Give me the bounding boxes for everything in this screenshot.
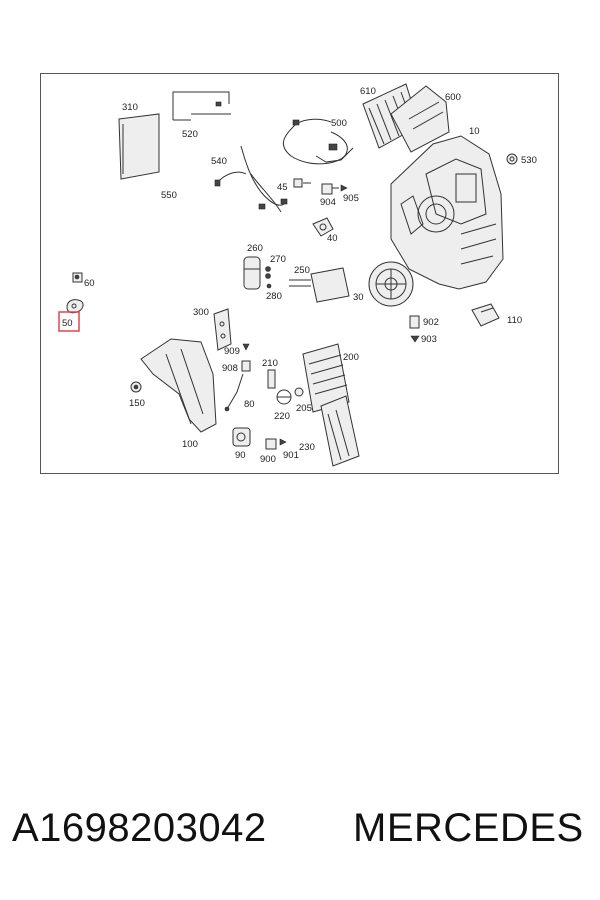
label-45: 45 bbox=[277, 182, 288, 193]
brand-name: MERCEDES bbox=[353, 806, 584, 850]
label-540: 540 bbox=[211, 156, 227, 167]
part-45-clip bbox=[293, 178, 311, 188]
part-550-hose bbox=[143, 199, 187, 250]
label-550: 550 bbox=[161, 190, 177, 201]
label-310: 310 bbox=[122, 102, 138, 113]
part-600-cover bbox=[390, 85, 450, 153]
part-530-cap bbox=[506, 153, 518, 165]
label-610: 610 bbox=[360, 86, 376, 97]
parts-diagram: 310 520 610 600 500 bbox=[40, 73, 559, 474]
part-270-seal bbox=[265, 266, 271, 279]
part-205-clip bbox=[294, 387, 304, 397]
label-260: 260 bbox=[247, 243, 263, 254]
part-number: A1698203042 bbox=[12, 806, 267, 850]
label-230: 230 bbox=[299, 442, 315, 453]
part-50-actuator[interactable] bbox=[58, 299, 84, 332]
label-60: 60 bbox=[84, 278, 95, 289]
label-500: 500 bbox=[331, 118, 347, 129]
label-280: 280 bbox=[266, 291, 282, 302]
label-90: 90 bbox=[235, 450, 246, 461]
part-300-plate bbox=[213, 308, 232, 351]
part-909-pin bbox=[242, 343, 250, 351]
label-40: 40 bbox=[327, 233, 338, 244]
part-260-dryer bbox=[243, 256, 261, 290]
label-905: 905 bbox=[343, 193, 359, 204]
part-210-sensor bbox=[267, 369, 276, 389]
product-caption: A1698203042 MERCEDES bbox=[0, 800, 600, 860]
part-30-blower bbox=[368, 261, 414, 307]
part-150-screw bbox=[130, 381, 142, 393]
part-500-harness bbox=[282, 118, 354, 165]
part-902-sensor bbox=[409, 315, 420, 329]
part-520-wire bbox=[172, 91, 231, 121]
label-300: 300 bbox=[193, 307, 209, 318]
part-100-duct bbox=[140, 338, 217, 433]
part-900-connector bbox=[265, 438, 277, 450]
label-100: 100 bbox=[182, 439, 198, 450]
label-909: 909 bbox=[224, 346, 240, 357]
part-80-rod bbox=[224, 373, 244, 412]
label-902: 902 bbox=[423, 317, 439, 328]
part-220-fan bbox=[276, 389, 292, 405]
label-205: 205 bbox=[296, 403, 312, 414]
part-40-actuator bbox=[312, 217, 334, 237]
part-901-pin bbox=[279, 438, 287, 446]
label-270: 270 bbox=[270, 254, 286, 265]
label-10: 10 bbox=[469, 126, 480, 137]
label-600: 600 bbox=[445, 92, 461, 103]
label-250: 250 bbox=[294, 265, 310, 276]
part-540-wiring bbox=[214, 145, 288, 213]
part-90-motor bbox=[232, 427, 251, 447]
part-110-module bbox=[471, 303, 500, 327]
part-905-pin bbox=[340, 184, 348, 192]
exploded-view-drawing: 310 520 610 600 500 bbox=[58, 83, 537, 467]
part-310-panel bbox=[118, 113, 160, 180]
label-220: 220 bbox=[274, 411, 290, 422]
label-904: 904 bbox=[320, 197, 336, 208]
label-80: 80 bbox=[244, 399, 255, 410]
label-30: 30 bbox=[353, 292, 364, 303]
label-210: 210 bbox=[262, 358, 278, 369]
label-520: 520 bbox=[182, 129, 198, 140]
label-908: 908 bbox=[222, 363, 238, 374]
part-904-connector bbox=[321, 183, 339, 195]
label-200: 200 bbox=[343, 352, 359, 363]
label-50: 50 bbox=[62, 318, 73, 329]
highlight-box bbox=[58, 311, 80, 332]
part-60-sensor bbox=[72, 272, 83, 283]
part-230-evaporator bbox=[320, 395, 360, 467]
part-903-pin bbox=[410, 335, 420, 343]
part-280-seal bbox=[266, 283, 272, 289]
label-150: 150 bbox=[129, 398, 145, 409]
label-110: 110 bbox=[507, 315, 522, 326]
part-10-hvac-housing bbox=[390, 135, 504, 290]
part-200-heater-core bbox=[302, 343, 350, 413]
part-908-connector bbox=[241, 360, 251, 372]
label-901: 901 bbox=[283, 450, 299, 461]
label-530: 530 bbox=[521, 155, 537, 166]
label-903: 903 bbox=[421, 334, 437, 345]
label-900: 900 bbox=[260, 454, 276, 465]
part-250-valve bbox=[289, 267, 350, 303]
